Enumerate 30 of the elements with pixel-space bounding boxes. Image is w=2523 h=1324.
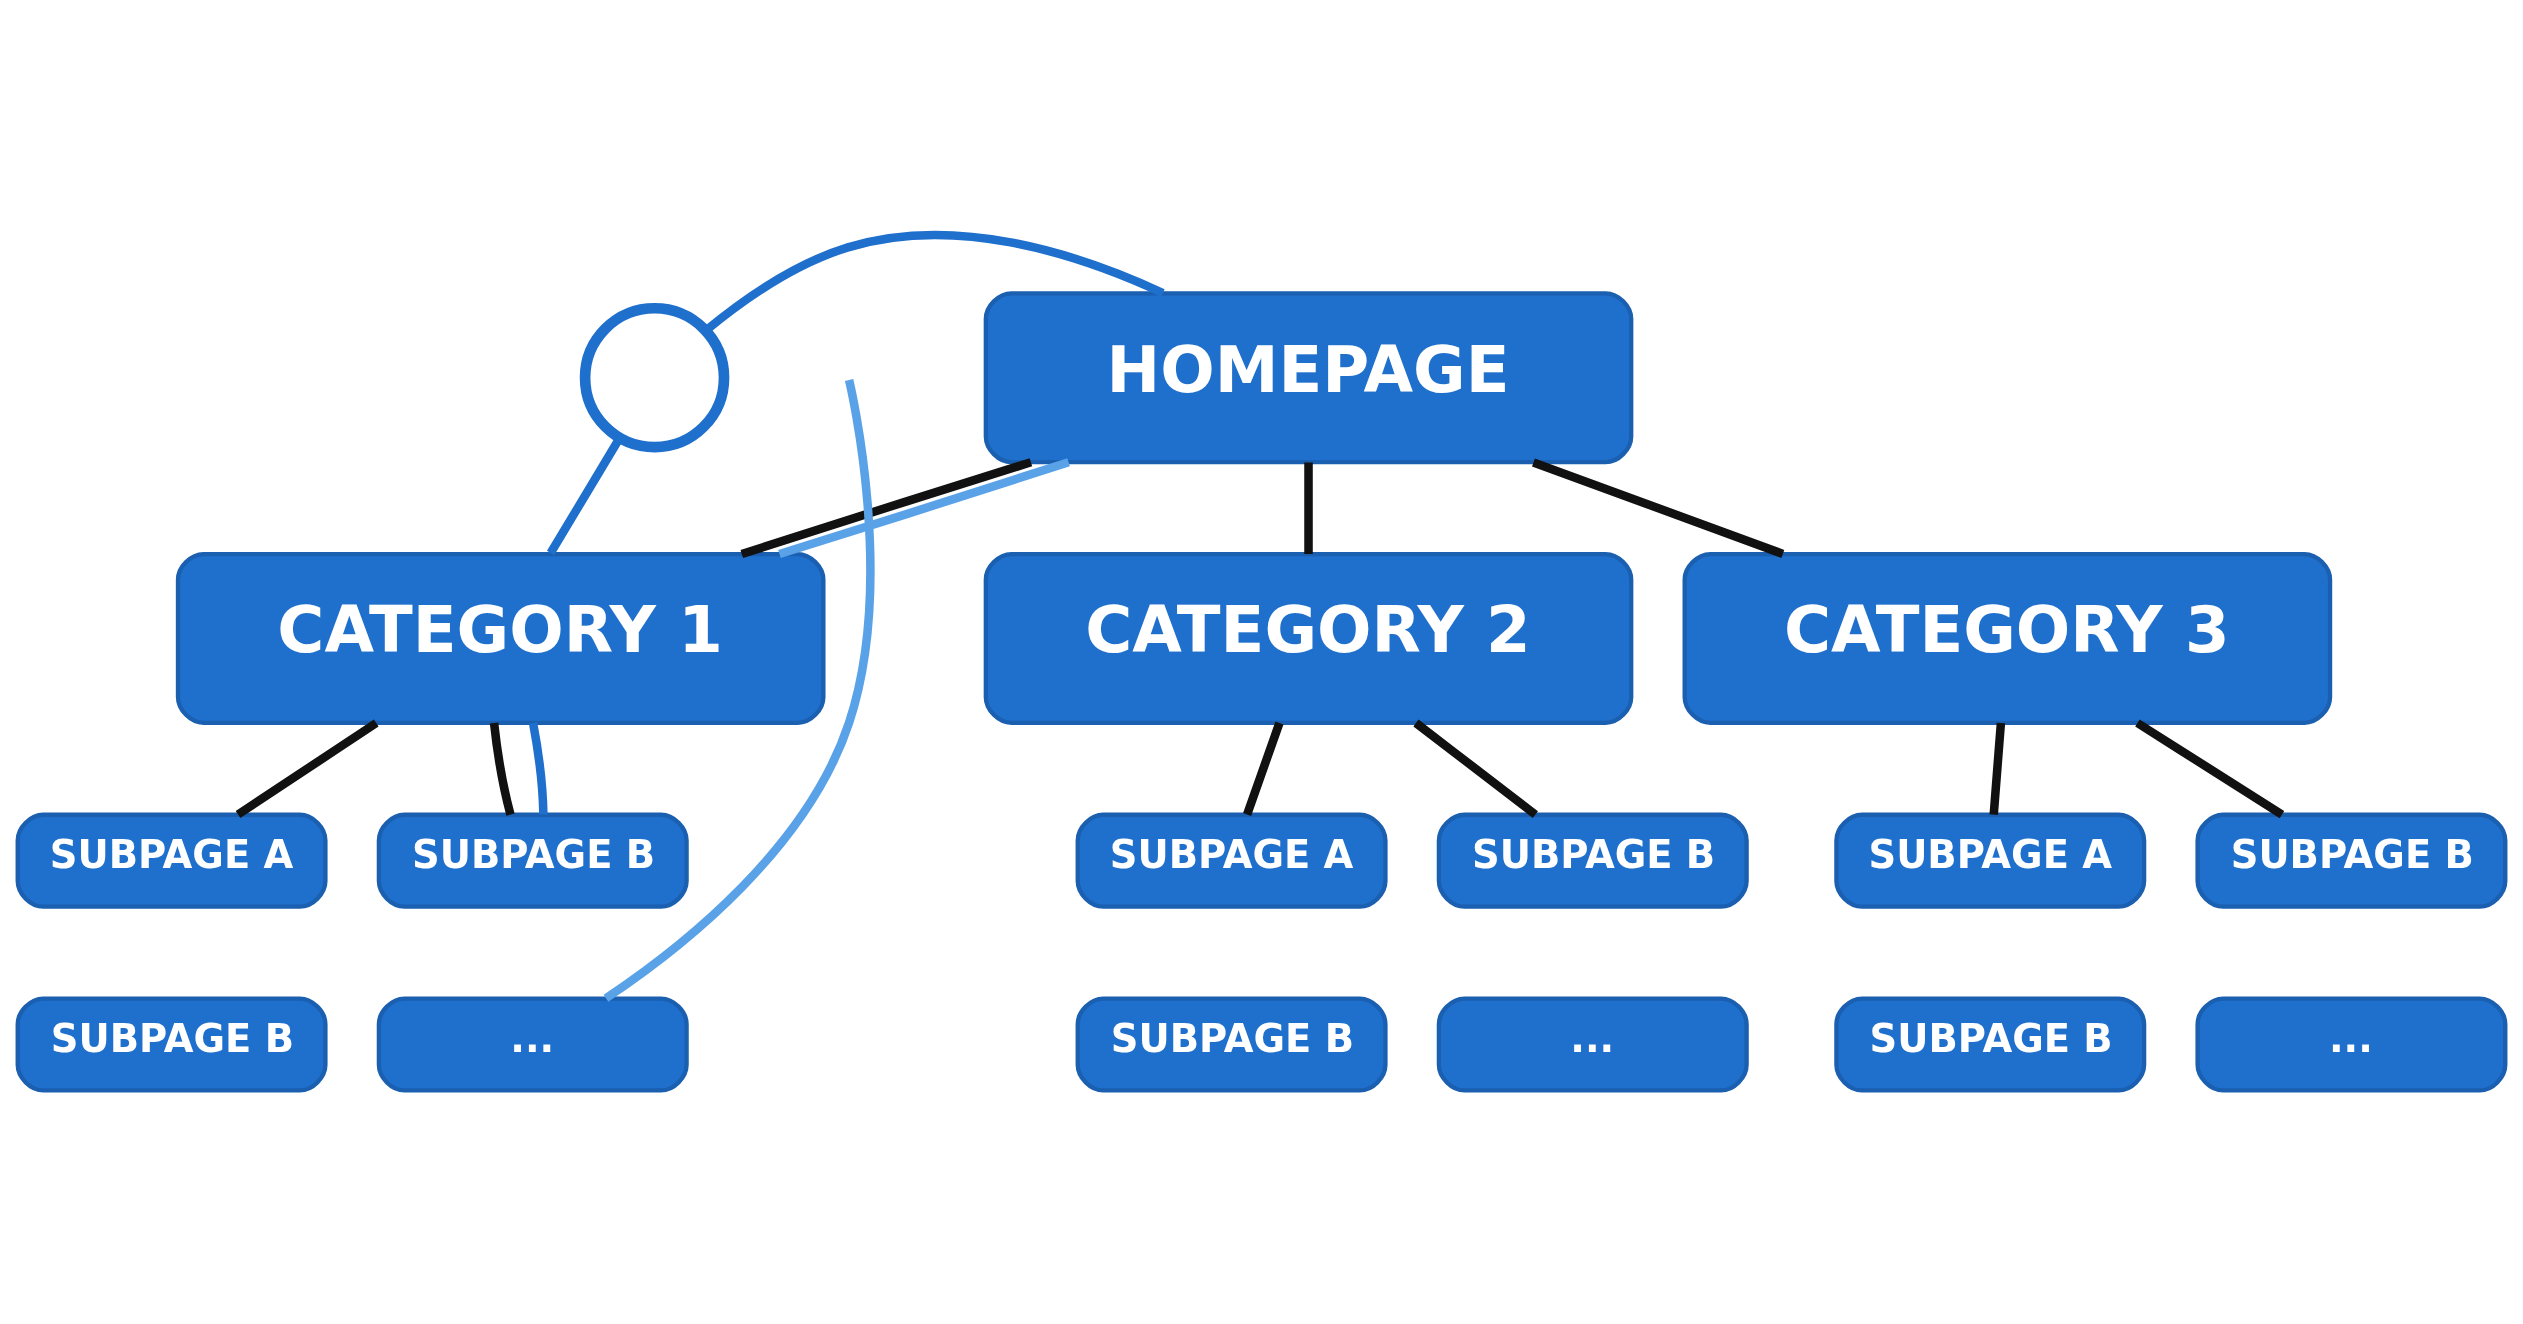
connector (703, 230, 1165, 334)
connector (1532, 457, 1785, 558)
node-box: ... (1436, 995, 1749, 1093)
node-person (579, 302, 730, 452)
node-box: SUBPAGE B (2195, 812, 2508, 909)
connector (489, 722, 515, 816)
node-box: SUBPAGE A (1834, 812, 2147, 909)
connector (1304, 461, 1313, 554)
connector (1413, 719, 1538, 818)
connector (235, 718, 379, 818)
node-box: CATEGORY 1 (175, 551, 826, 725)
node-box: CATEGORY 2 (983, 551, 1634, 725)
node-box: CATEGORY 3 (1682, 551, 2333, 725)
node-box: SUBPAGE B (1834, 995, 2147, 1093)
connector (528, 721, 548, 815)
connector (2135, 718, 2285, 818)
connector (740, 457, 1033, 558)
node-box: SUBPAGE B (15, 995, 328, 1093)
node-box: SUBPAGE B (1436, 812, 1749, 909)
node-box: SUBPAGE B (376, 812, 689, 909)
node-box: HOMEPAGE (983, 290, 1634, 464)
connector (1243, 721, 1284, 816)
connector (1989, 722, 2006, 815)
node-box: ... (376, 995, 689, 1093)
node-box: ... (2195, 995, 2508, 1093)
connector (778, 457, 1070, 558)
node-box: SUBPAGE A (1075, 812, 1388, 909)
node-box: SUBPAGE A (15, 812, 328, 909)
connector (603, 378, 875, 1002)
node-box: SUBPAGE B (1075, 995, 1388, 1093)
